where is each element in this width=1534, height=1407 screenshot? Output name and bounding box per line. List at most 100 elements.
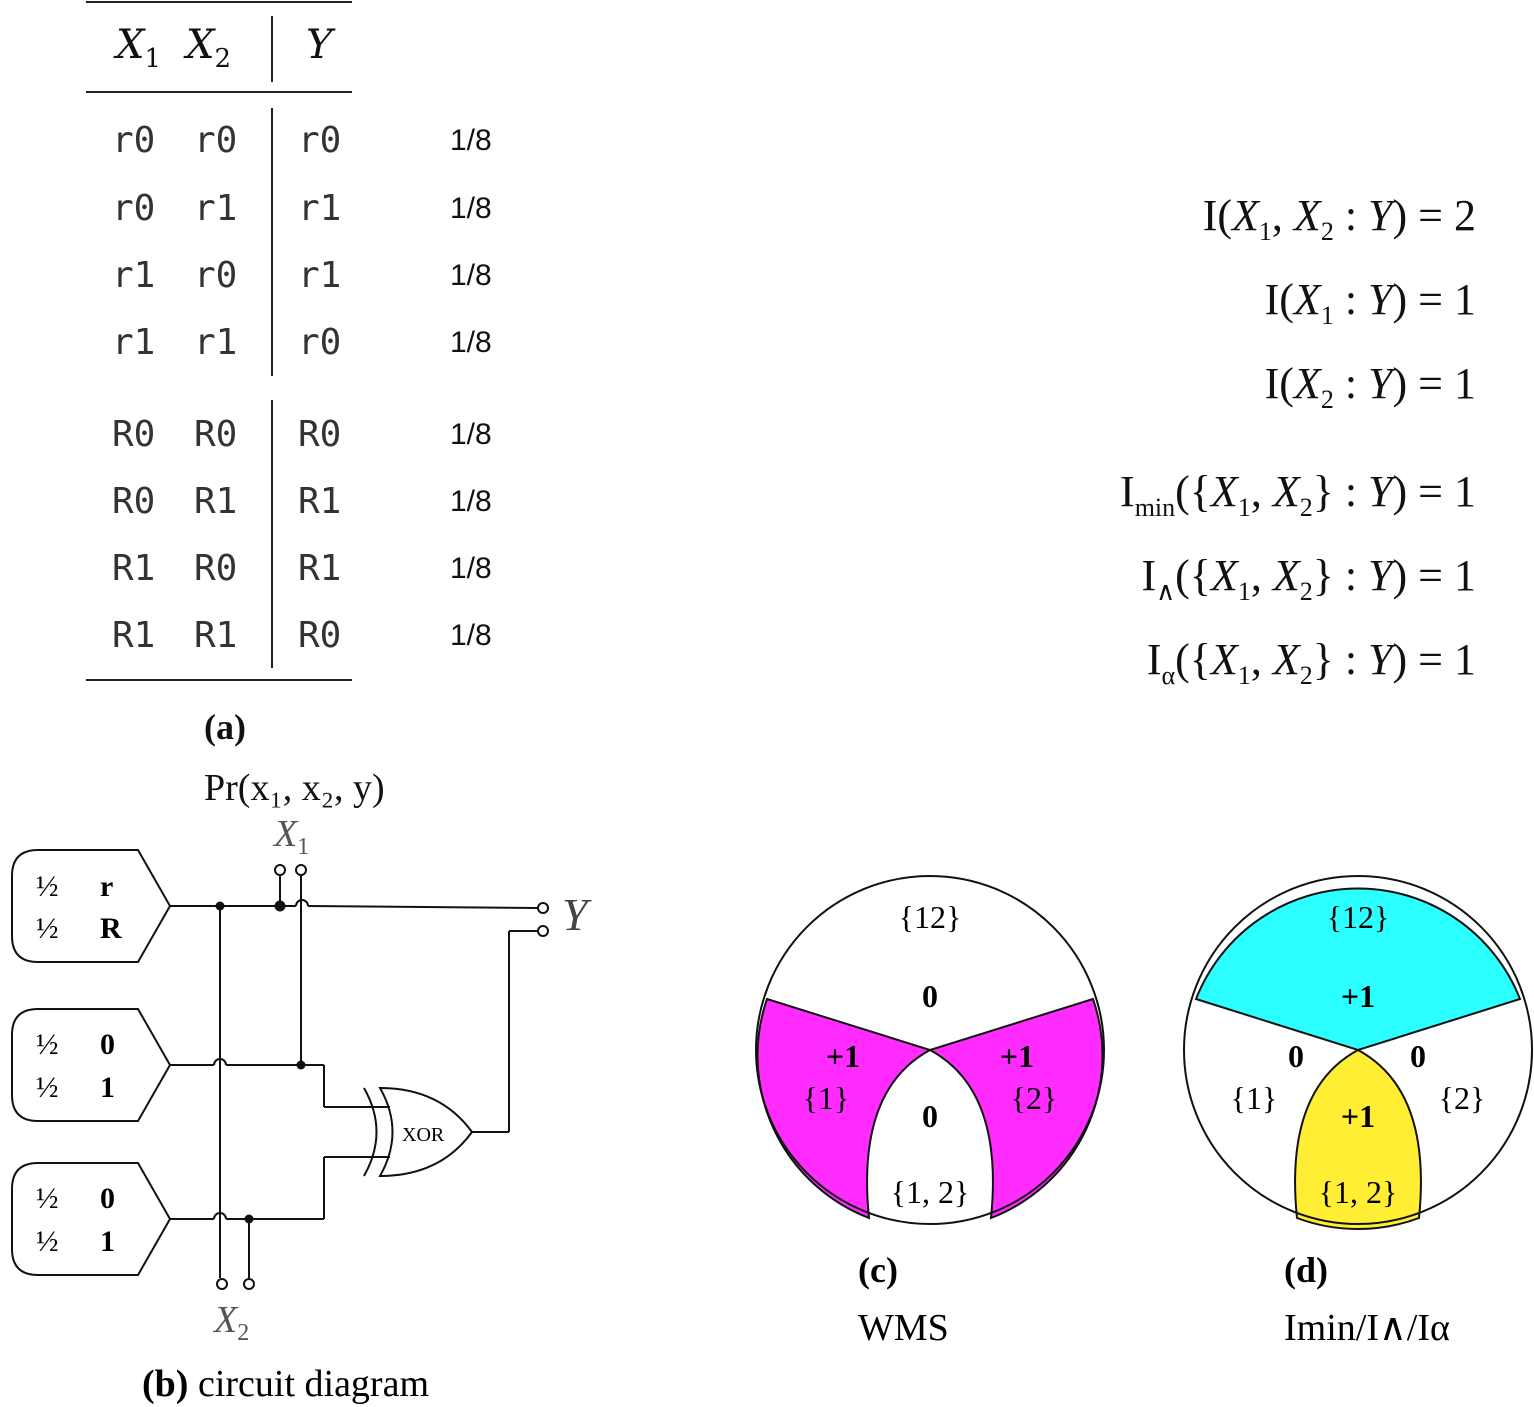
imin-top-region [1194, 887, 1522, 1052]
equation-part: I [1146, 635, 1162, 684]
equation-4: Imin({X1, X2} : Y) = 1 [1120, 467, 1476, 522]
probability-cell: 1/8 [450, 485, 492, 518]
equation-part: 1 [1237, 492, 1251, 522]
table-cell: r0 [298, 120, 342, 161]
caption-a: (a) [204, 707, 246, 747]
imin-right-value: 0 [1410, 1038, 1426, 1074]
source3-v2: 1 [100, 1225, 115, 1258]
table-cell: R0 [112, 414, 156, 455]
table-cell: R1 [194, 615, 238, 656]
table-cell: r1 [194, 322, 238, 363]
table-cell: r0 [194, 255, 238, 296]
equation-3: I(X2 : Y) = 1 [1265, 358, 1476, 415]
caption-b: (b) circuit diagram [142, 1363, 429, 1405]
y-terminal-1 [537, 902, 549, 914]
equation-part: X [1210, 635, 1238, 684]
table-cell: r0 [112, 120, 156, 161]
equation-part: 2 [1299, 660, 1313, 690]
source3-p2: ½ [36, 1225, 59, 1258]
table-cell: R1 [112, 548, 156, 589]
wms-left-label: {1} [803, 1080, 850, 1116]
equation-part: Y [1368, 635, 1393, 684]
imin-left-label: {1} [1231, 1080, 1278, 1116]
equation-part: Y [1368, 551, 1393, 600]
probability-cell: 1/8 [450, 124, 492, 157]
header-y: Y [306, 22, 333, 68]
equation-part: : [1333, 359, 1369, 408]
probability-cell: 1/8 [450, 259, 492, 292]
imin-top-value: +1 [1341, 978, 1375, 1014]
equation-part: min [1134, 492, 1176, 522]
caption-d-text: Imin/I∧/Iα [1284, 1307, 1450, 1349]
wms-left-region [756, 997, 933, 1220]
equation-part: Y [1368, 275, 1393, 324]
junction-dot [296, 1060, 306, 1070]
equation-part: 1 [1258, 216, 1272, 246]
equation-part: X [1293, 275, 1321, 324]
wms-bottom-value: 0 [922, 1098, 938, 1134]
equation-part: X [1210, 467, 1238, 516]
table-rules [86, 1, 352, 681]
wms-left-value: +1 [826, 1038, 860, 1074]
table-cell: r1 [194, 188, 238, 229]
x1-terminal-1 [274, 864, 286, 876]
source3-v1: 0 [100, 1182, 115, 1215]
equation-part: 1 [1320, 300, 1334, 330]
source1-p1: ½ [36, 870, 59, 903]
equation-6: Iα({X1, X2} : Y) = 1 [1146, 635, 1476, 690]
x2-label: X2 [212, 1299, 249, 1346]
table-cell: r0 [194, 120, 238, 161]
pi-diagram-imin: {12} +1 0 {1} 0 {2} +1 {1, 2} (d) Imin/I… [1183, 875, 1533, 1349]
table-cell: R0 [298, 414, 342, 455]
equation-part: α [1161, 660, 1176, 690]
table-cell: R0 [298, 615, 342, 656]
pi-diagram-wms: {12} 0 +1 {1} +1 {2} 0 {1, 2} (c) WMS [755, 875, 1105, 1349]
source-box-3 [11, 1162, 172, 1276]
caption-c: (c) [858, 1250, 898, 1290]
table-cell: R1 [298, 548, 342, 589]
imin-right-label: {2} [1439, 1080, 1486, 1116]
equation-part: 2 [1299, 576, 1313, 606]
equation-part: X [1232, 191, 1259, 240]
imin-top-label: {12} [1327, 899, 1390, 935]
equation-part: I [1120, 467, 1135, 516]
xor-label: XOR [402, 1124, 445, 1146]
caption-c-text: WMS [858, 1307, 949, 1349]
wms-right-label: {2} [1011, 1080, 1058, 1116]
caption-a-text: Pr(x₁, x₂, y) [204, 767, 385, 809]
table-cell: R1 [298, 481, 342, 522]
equation-part: ∧ [1156, 576, 1176, 606]
header-x1: X1 [116, 22, 162, 74]
equation-part: ) = 2 [1392, 191, 1476, 240]
equation-part: ({ [1175, 467, 1211, 516]
probability-cell: 1/8 [450, 326, 492, 359]
table-cell: r1 [112, 322, 156, 363]
junction-dot [244, 1214, 254, 1224]
wms-outer-circle [755, 875, 1105, 1225]
source-box-1 [11, 849, 172, 963]
equation-part: I( [1202, 191, 1233, 240]
probability-cell: 1/8 [450, 619, 492, 652]
equation-part: ({ [1175, 635, 1211, 684]
equation-part: } : [1312, 467, 1369, 516]
equation-part: } : [1312, 635, 1369, 684]
source2-p1: ½ [36, 1028, 59, 1061]
wms-top-label: {12} [899, 899, 962, 935]
table-cell: R0 [112, 481, 156, 522]
imin-outer-circle [1183, 875, 1533, 1225]
equation-part: I( [1264, 275, 1294, 324]
equation-part: : [1333, 191, 1369, 240]
equation-part: ) = 1 [1392, 467, 1476, 516]
equation-part: X [1210, 551, 1238, 600]
equation-part: 2 [1320, 216, 1334, 246]
equation-part: X [1272, 635, 1300, 684]
equation-part: Y [1368, 467, 1393, 516]
imin-left-value: 0 [1288, 1038, 1304, 1074]
probability-cell: 1/8 [450, 418, 492, 451]
x1-label: X1 [272, 813, 309, 860]
equation-part: Y [1368, 191, 1393, 240]
equation-1: I(X1, X2 : Y) = 2 [1203, 190, 1476, 247]
equation-part: ({ [1175, 551, 1211, 600]
table-cell: r0 [298, 322, 342, 363]
source-box-2 [11, 1008, 172, 1122]
